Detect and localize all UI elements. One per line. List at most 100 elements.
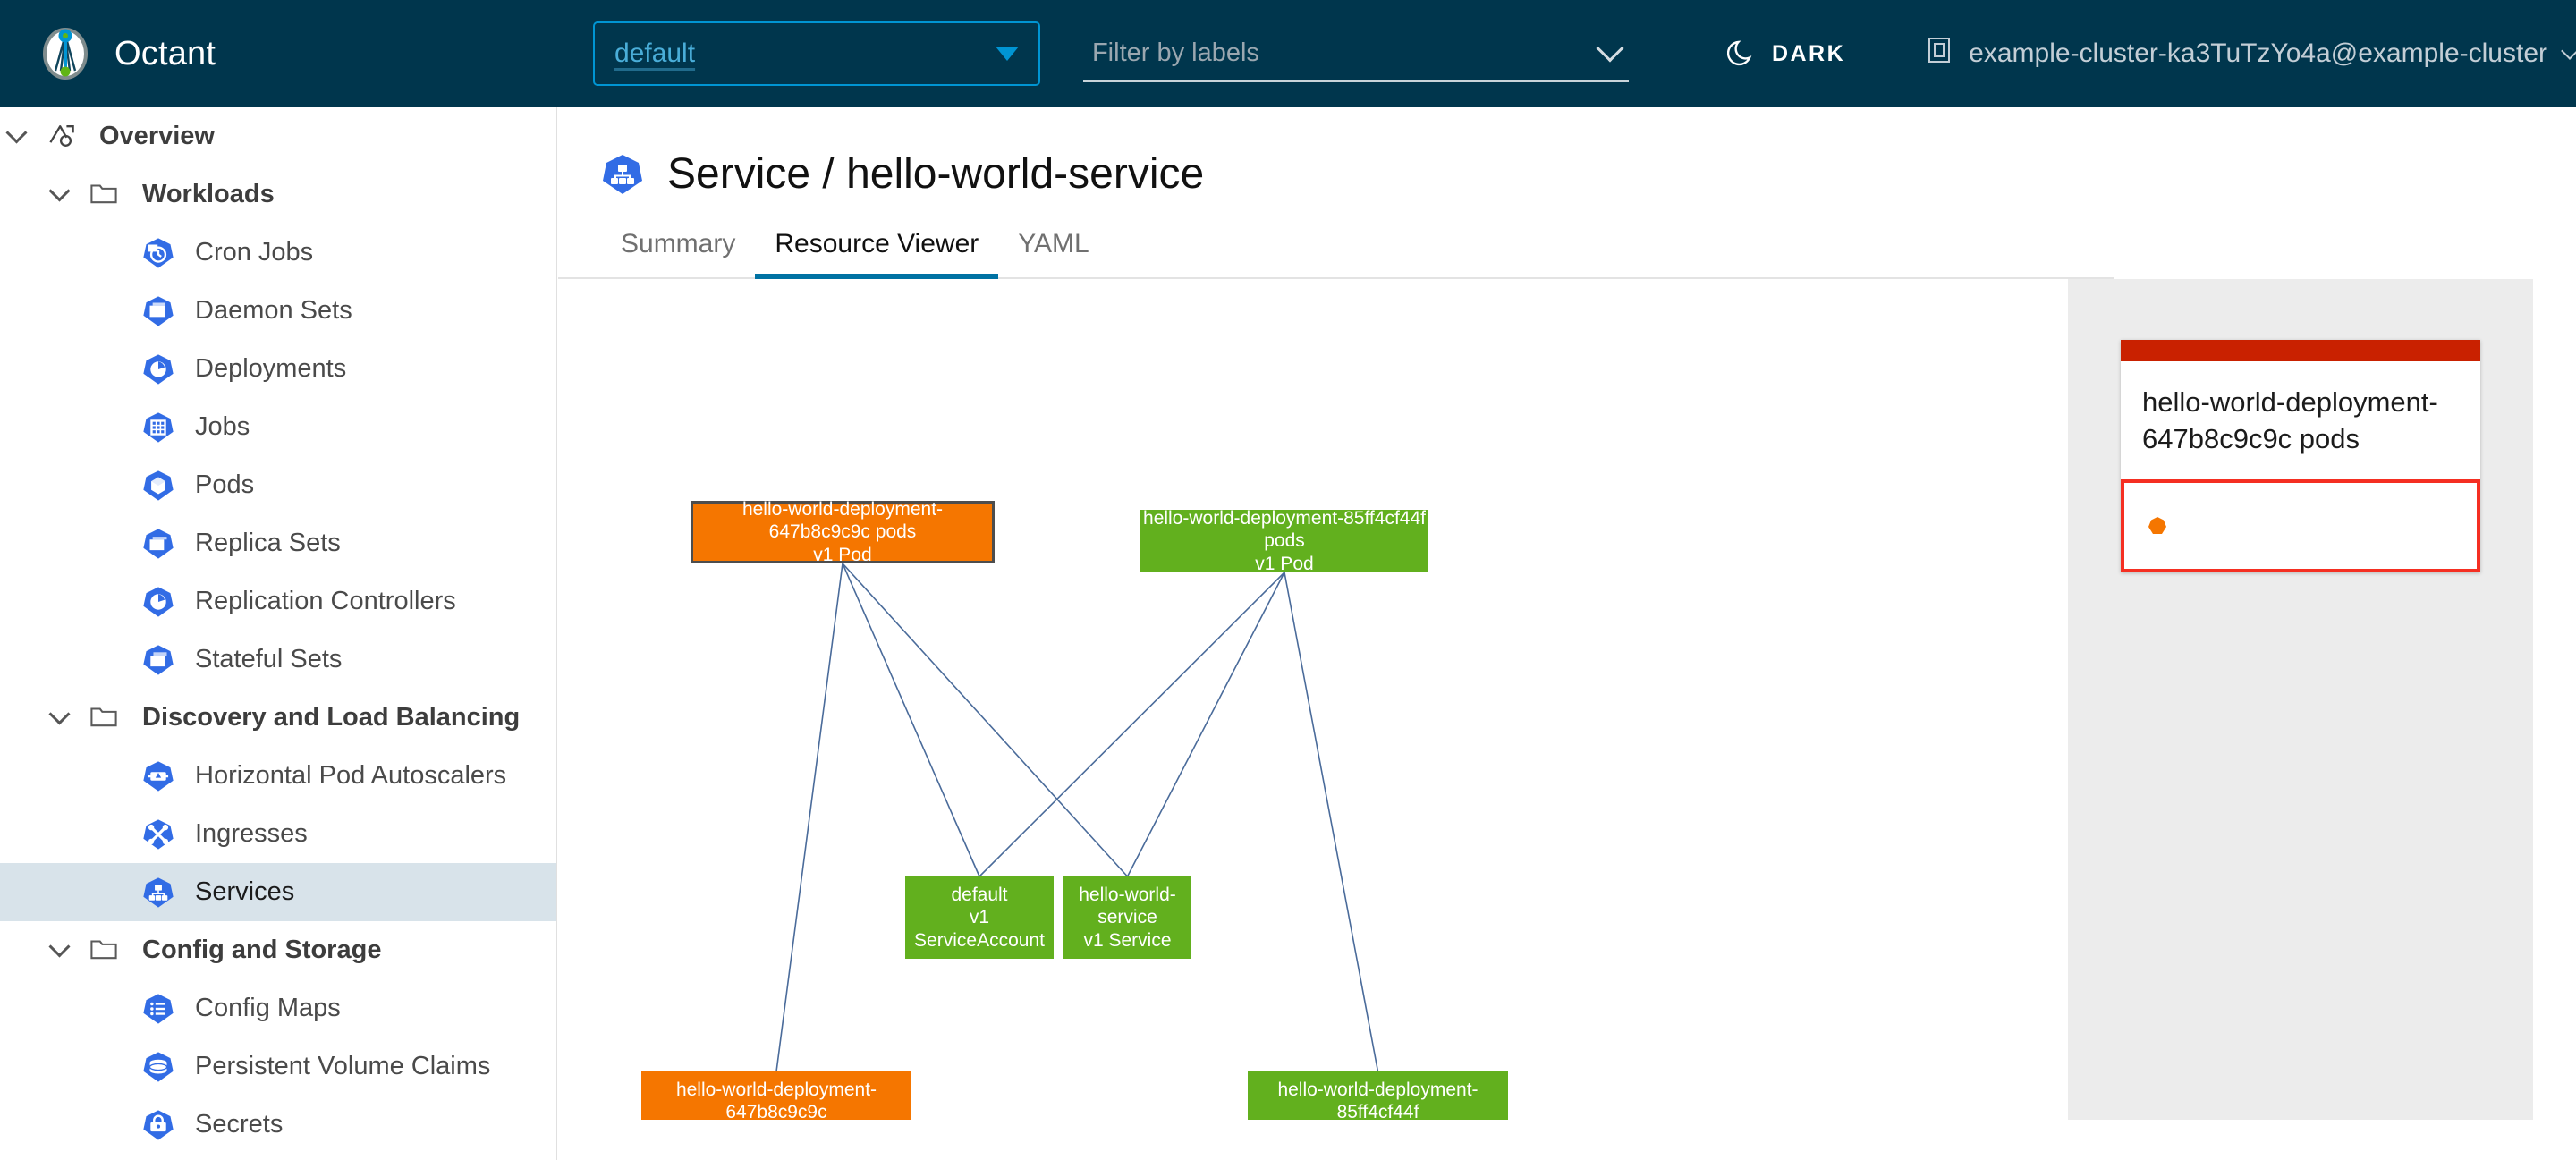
k8s-cronjob-icon — [141, 236, 175, 270]
sidebar-item-label: Workloads — [142, 180, 275, 208]
sidebar-item-config-maps[interactable]: Config Maps — [0, 979, 556, 1037]
k8s-service-icon — [601, 153, 644, 196]
brand[interactable]: Octant — [0, 26, 557, 81]
graph-node-name: hello-world-deployment-647b8c9c9c pods — [741, 498, 944, 543]
k8s-statefulset-icon — [141, 643, 175, 677]
tab-yaml[interactable]: YAML — [1018, 229, 1089, 258]
sidebar-item-daemon-sets[interactable]: Daemon Sets — [0, 282, 556, 340]
sidebar-item-label: Replication Controllers — [195, 587, 456, 615]
graph-node-name: hello-world-deployment-647b8c9c9c — [675, 1079, 877, 1120]
cluster-selector[interactable]: example-cluster-ka3TuTzYo4a@example-clus… — [1926, 35, 2576, 72]
cluster-icon — [1926, 35, 1953, 72]
k8s-replicationcontroller-icon — [141, 585, 175, 619]
sidebar-item-cron-jobs[interactable]: Cron Jobs — [0, 224, 556, 282]
namespace-value: default — [614, 38, 696, 68]
sidebar-item-secrets[interactable]: Secrets — [0, 1096, 556, 1154]
sidebar-item-deployments[interactable]: Deployments — [0, 340, 556, 398]
detail-accent-bar — [2121, 340, 2480, 361]
detail-title: hello-world-deployment-647b8c9c9c pods — [2142, 386, 2438, 454]
chevron-down-icon — [2561, 41, 2576, 60]
sidebar-item-ingresses[interactable]: Ingresses — [0, 805, 556, 863]
detail-card[interactable]: hello-world-deployment-647b8c9c9c pods — [2121, 340, 2480, 572]
k8s-configmap-icon — [141, 992, 175, 1026]
sidebar-item-label: Overview — [99, 122, 215, 150]
graph-node-kind: v1 ServiceAccount — [914, 907, 1045, 951]
octant-sextant-logo-icon — [38, 26, 93, 81]
graph-node-name: hello-world-deployment-85ff4cf44f — [1277, 1079, 1479, 1120]
sidebar-item-label: Horizontal Pod Autoscalers — [195, 761, 507, 790]
k8s-secret-icon — [141, 1108, 175, 1142]
sidebar-item-label: Cron Jobs — [195, 238, 314, 267]
sidebar-item-pods[interactable]: Pods — [0, 456, 556, 514]
k8s-pod-icon — [141, 469, 175, 503]
graph-node-name: default — [951, 884, 1008, 905]
graph-node-name: hello-world-deployment-85ff4cf44f pods — [1143, 507, 1426, 552]
graph-edge — [842, 563, 1129, 877]
k8s-ingress-icon — [141, 817, 175, 851]
tab-bar[interactable]: Summary Resource Viewer YAML — [558, 227, 2114, 279]
sidebar-item-label: Persistent Volume Claims — [195, 1052, 491, 1080]
sidebar-item-label: Config and Storage — [142, 936, 382, 964]
graph-node-kind: v1 Pod — [813, 544, 872, 565]
detail-status-row[interactable] — [2121, 478, 2480, 572]
sidebar-item-persistent-volume-claims[interactable]: Persistent Volume Claims — [0, 1037, 556, 1096]
chevron-down-icon[interactable] — [48, 180, 71, 202]
theme-label: DARK — [1771, 40, 1846, 66]
sidebar-item-workloads[interactable]: Workloads — [0, 165, 556, 224]
sidebar-item-label: Stateful Sets — [195, 645, 343, 673]
sidebar-item-overview[interactable]: Overview — [0, 107, 556, 165]
k8s-job-icon — [141, 411, 175, 445]
page-title: Service / hello-world-service — [558, 107, 2576, 199]
caret-down-icon — [995, 47, 1019, 61]
folder-icon — [89, 178, 123, 212]
moon-icon — [1726, 37, 1758, 72]
chevron-down-icon[interactable] — [48, 703, 71, 725]
label-filter-input[interactable]: Filter by labels — [1082, 25, 1629, 82]
k8s-hpa-icon — [141, 759, 175, 793]
chevron-down-icon[interactable] — [48, 936, 71, 958]
chevron-down-icon[interactable] — [5, 122, 28, 144]
tab-summary[interactable]: Summary — [621, 229, 736, 258]
graph-edge — [1284, 572, 1379, 1072]
graph-edge — [1126, 572, 1285, 877]
sidebar-item-label: Secrets — [195, 1110, 284, 1139]
label-filter-placeholder: Filter by labels — [1091, 38, 1259, 67]
folder-icon — [89, 934, 123, 968]
chevron-down-icon — [1596, 34, 1624, 63]
graph-node-rs-647[interactable]: hello-world-deployment-647b8c9c9capps/v1… — [641, 1071, 911, 1120]
k8s-pvc-icon — [141, 1050, 175, 1084]
sidebar-item-replica-sets[interactable]: Replica Sets — [0, 514, 556, 572]
theme-toggle[interactable]: DARK — [1726, 37, 1846, 72]
main-content: Service / hello-world-service Summary Res… — [558, 107, 2576, 1160]
sidebar-item-label: Discovery and Load Balancing — [142, 703, 521, 732]
graph-node-kind: v1 Service — [1083, 929, 1172, 951]
k8s-service-icon — [141, 876, 175, 910]
graph-edge — [979, 572, 1285, 877]
tab-resource-viewer[interactable]: Resource Viewer — [755, 229, 999, 279]
graph-node-rs-85f[interactable]: hello-world-deployment-85ff4cf44fapps/v1… — [1248, 1071, 1508, 1120]
graph-node-name: hello-world-service — [1079, 884, 1176, 928]
sidebar-item-label: Deployments — [195, 354, 347, 383]
sidebar-item-services[interactable]: Services — [0, 863, 556, 921]
sidebar-item-label: Pods — [195, 470, 255, 499]
sidebar-item-config-and-storage[interactable]: Config and Storage — [0, 921, 556, 979]
app-header: Octant default Filter by labels DARK exa… — [0, 0, 2576, 107]
namespace-selector[interactable]: default — [592, 21, 1040, 86]
sidebar-item-replication-controllers[interactable]: Replication Controllers — [0, 572, 556, 631]
brand-name: Octant — [114, 34, 216, 72]
sidebar-item-horizontal-pod-autoscalers[interactable]: Horizontal Pod Autoscalers — [0, 747, 556, 805]
k8s-replicaset-icon — [141, 527, 175, 561]
sidebar-item-discovery-and-load-balancing[interactable]: Discovery and Load Balancing — [0, 689, 556, 747]
sidebar-item-stateful-sets[interactable]: Stateful Sets — [0, 631, 556, 689]
sidebar-item-jobs[interactable]: Jobs — [0, 398, 556, 456]
sidebar-item-label: Daemon Sets — [195, 296, 352, 325]
detail-panel: hello-world-deployment-647b8c9c9c pods — [2068, 279, 2533, 1120]
orange-status-dot-icon — [2148, 516, 2167, 536]
